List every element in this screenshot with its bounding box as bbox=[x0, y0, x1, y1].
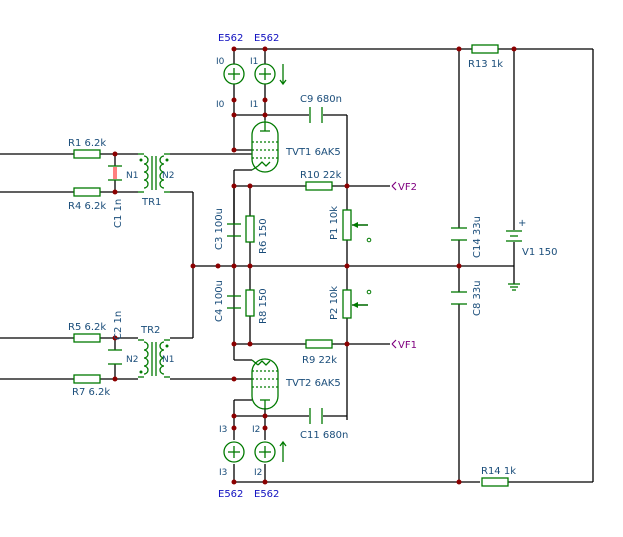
labels: R1 6.2k R4 6.2k R5 6.2k R7 6.2k R13 1k R… bbox=[68, 33, 557, 500]
label-vf1: VF1 bbox=[398, 340, 417, 351]
potentiometer-p2 bbox=[342, 289, 352, 319]
label-r7: R7 6.2k bbox=[72, 387, 110, 398]
capacitor-c1 bbox=[108, 165, 122, 181]
label-i2-a: I2 bbox=[252, 425, 260, 435]
label-v1-plus: + bbox=[518, 218, 526, 229]
label-e562-1: E562 bbox=[218, 33, 243, 44]
capacitor-c3 bbox=[227, 223, 241, 237]
tube-tvt1 bbox=[251, 120, 279, 173]
label-r6: R6 150 bbox=[258, 218, 269, 254]
capacitor-c9 bbox=[309, 107, 323, 123]
label-e562-2: E562 bbox=[254, 33, 279, 44]
resistor-r8 bbox=[245, 289, 255, 317]
label-r14: R14 1k bbox=[481, 466, 516, 477]
label-r1: R1 6.2k bbox=[68, 138, 106, 149]
label-tr2: TR2 bbox=[140, 325, 160, 336]
label-c9: C9 680n bbox=[300, 94, 342, 105]
label-r13: R13 1k bbox=[468, 59, 503, 70]
resistor-r13 bbox=[471, 44, 499, 54]
ammeter-i1 bbox=[254, 63, 287, 86]
label-vf2: VF2 bbox=[398, 182, 417, 193]
label-c8: C8 33u bbox=[472, 280, 483, 316]
resistor-r10 bbox=[305, 181, 333, 191]
label-n1-bot: N1 bbox=[162, 355, 174, 365]
wires bbox=[0, 48, 594, 483]
label-r8: R8 150 bbox=[258, 288, 269, 324]
label-i2-b: I2 bbox=[254, 468, 262, 478]
label-tr1: TR1 bbox=[141, 197, 161, 208]
resistors bbox=[73, 44, 509, 487]
voltage-source-v1 bbox=[506, 230, 522, 291]
label-p2: P2 10k bbox=[329, 286, 340, 320]
resistor-r9 bbox=[305, 339, 333, 349]
label-c14: C14 33u bbox=[472, 216, 483, 258]
label-n2-top: N2 bbox=[162, 171, 174, 181]
resistor-r1 bbox=[73, 149, 101, 159]
net-flags bbox=[391, 181, 397, 349]
label-i0-b: I0 bbox=[216, 100, 225, 110]
resistor-r7 bbox=[73, 374, 101, 384]
capacitor-c2 bbox=[108, 349, 122, 365]
potentiometers bbox=[342, 209, 372, 319]
label-i1-b: I1 bbox=[250, 100, 258, 110]
capacitor-c8 bbox=[451, 291, 467, 305]
label-i3-b: I3 bbox=[219, 468, 227, 478]
resistor-r4 bbox=[73, 187, 101, 197]
capacitor-c14 bbox=[451, 227, 467, 241]
label-v1: V1 150 bbox=[522, 247, 557, 258]
label-n1-top: N1 bbox=[126, 171, 138, 181]
ammeter-i0 bbox=[223, 63, 245, 85]
label-c4: C4 100u bbox=[214, 280, 225, 322]
label-c3: C3 100u bbox=[214, 208, 225, 250]
label-e562-4: E562 bbox=[254, 489, 279, 500]
label-c2: C2 1n bbox=[113, 311, 124, 340]
resistor-r6 bbox=[245, 215, 255, 243]
label-p1: P1 10k bbox=[329, 206, 340, 240]
label-tvt1: TVT1 6AK5 bbox=[285, 147, 341, 158]
label-i1-a: I1 bbox=[250, 57, 258, 67]
transformer-tr2 bbox=[138, 339, 170, 378]
transformer-tr1 bbox=[138, 153, 170, 193]
label-r9: R9 22k bbox=[302, 355, 337, 366]
ammeter-i3 bbox=[223, 441, 245, 463]
resistor-r14 bbox=[481, 477, 509, 487]
label-r4: R4 6.2k bbox=[68, 201, 106, 212]
label-tvt2: TVT2 6AK5 bbox=[285, 378, 341, 389]
label-c11: C11 680n bbox=[300, 430, 348, 441]
label-i3-a: I3 bbox=[219, 425, 227, 435]
label-c1: C1 1n bbox=[113, 199, 124, 228]
label-i0-a: I0 bbox=[216, 57, 225, 67]
capacitors bbox=[108, 107, 467, 424]
junctions bbox=[112, 46, 517, 485]
ammeter-i2 bbox=[254, 440, 287, 463]
potentiometer-p1 bbox=[342, 209, 352, 241]
label-n2-bot: N2 bbox=[126, 355, 138, 365]
capacitor-c4 bbox=[227, 295, 241, 309]
label-r10: R10 22k bbox=[300, 170, 342, 181]
tube-tvt2 bbox=[251, 358, 279, 410]
capacitor-c11 bbox=[309, 408, 323, 424]
resistor-r5 bbox=[73, 333, 101, 343]
label-e562-3: E562 bbox=[218, 489, 243, 500]
label-r5: R5 6.2k bbox=[68, 322, 106, 333]
